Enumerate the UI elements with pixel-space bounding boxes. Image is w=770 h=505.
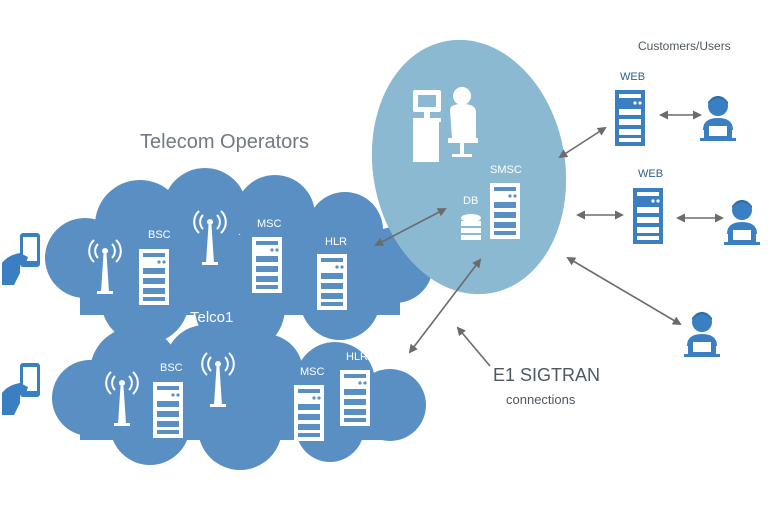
msc-label: MSC (300, 366, 325, 378)
bsc1-server-icon (139, 249, 169, 305)
double-arrow-icon (558, 126, 607, 159)
user-at-laptop-icon (700, 96, 736, 141)
link-label: E1 SIGTRAN (493, 365, 601, 385)
user-at-laptop-icon (684, 312, 720, 357)
web2-server-icon (633, 188, 663, 244)
telco1-label: Telco1 (190, 309, 234, 326)
customers-label: Customers/Users (638, 39, 731, 53)
double-arrow-icon (408, 258, 482, 354)
callout-arrow (456, 326, 491, 367)
bsc-label: BSC (160, 362, 183, 374)
link-sublabel: connections (506, 392, 576, 407)
operator-desk-icon (413, 87, 478, 162)
user-at-laptop-icon (724, 200, 760, 245)
double-arrow-icon (374, 208, 447, 246)
double-arrow-icon (566, 256, 682, 326)
database-icon (461, 214, 481, 240)
mobile-phone-icon (2, 233, 40, 285)
hlr1-server-icon (317, 254, 347, 310)
msc1-server-icon (252, 237, 282, 293)
db-label: DB (463, 195, 479, 207)
smsc-label: SMSC (490, 164, 522, 176)
hlr-label: HLR (346, 351, 369, 363)
msc2-server-icon (294, 385, 324, 441)
diagram-title: Telecom Operators (140, 131, 309, 153)
bsc-label: BSC (148, 229, 171, 241)
web-label: WEB (620, 71, 646, 83)
mobile-phone-icon (2, 363, 40, 415)
msc-label: MSC (257, 218, 282, 230)
hlr2-server-icon (340, 370, 370, 426)
smsc-server-icon (490, 183, 520, 239)
bsc2-server-icon (153, 382, 183, 438)
web-label: WEB (638, 168, 664, 180)
connection-arrows (374, 110, 724, 367)
hlr-label: HLR (325, 236, 348, 248)
web1-server-icon (615, 90, 645, 146)
